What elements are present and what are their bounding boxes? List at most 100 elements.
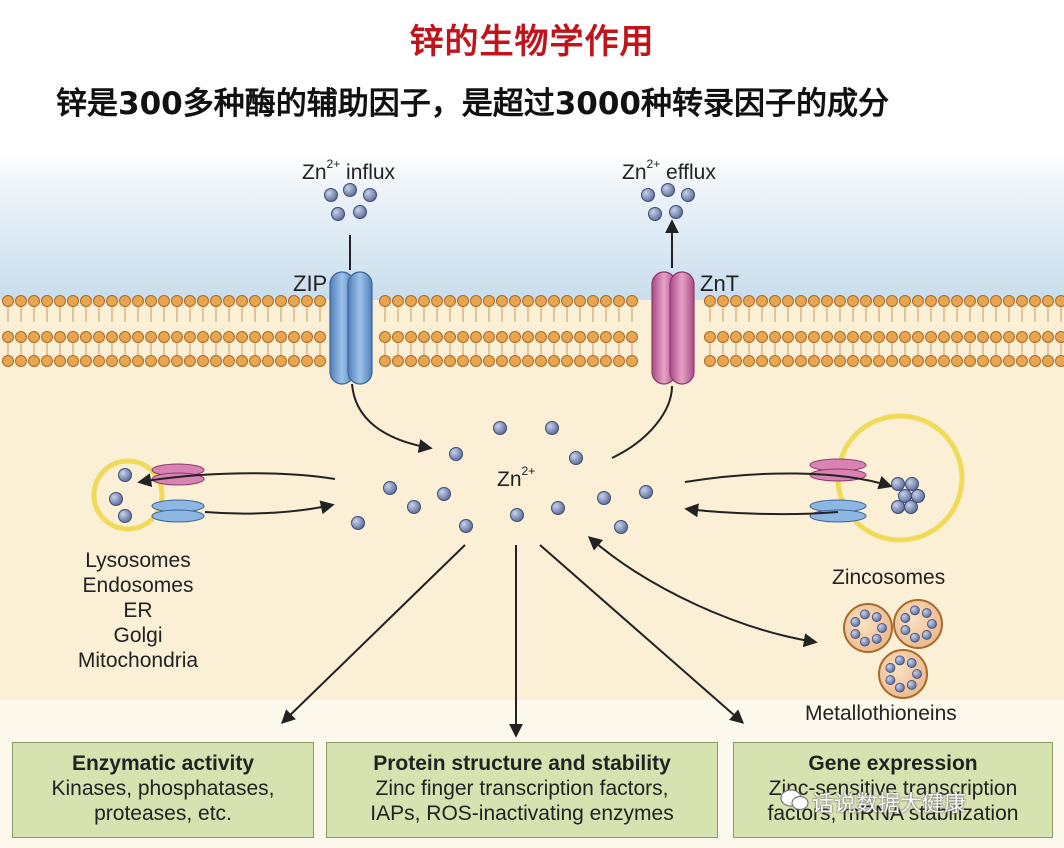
lipid-head (964, 355, 976, 367)
lipid-head (1003, 331, 1015, 343)
zincosomes-label: Zincosomes (832, 566, 946, 589)
lipid-head (756, 295, 768, 307)
lipid-head (1016, 295, 1028, 307)
zinc-ion (639, 485, 653, 499)
box-line: Zinc-sensitive transcription (768, 777, 1018, 800)
lipid-head (457, 295, 469, 307)
zinc-ion (894, 655, 905, 666)
lipid-head (899, 355, 911, 367)
lipid-head (184, 355, 196, 367)
zincosome-to-cytosol-arrow (684, 503, 839, 518)
lipid-head (262, 295, 274, 307)
zinc-ion (449, 447, 463, 461)
lipid-head (587, 355, 599, 367)
lipid-head (613, 331, 625, 343)
lipid-head (977, 295, 989, 307)
lipid-head (730, 295, 742, 307)
znt-label: ZnT (700, 271, 740, 296)
metallothionein-exchange-arrow (587, 536, 818, 648)
lipid-head (873, 355, 885, 367)
lipid-head (1029, 355, 1041, 367)
metallothioneins (843, 599, 943, 699)
lipid-head (847, 331, 859, 343)
lipid-head (509, 295, 521, 307)
lipid-head (925, 295, 937, 307)
lipid-head (2, 331, 14, 343)
zinc-ion (551, 501, 565, 515)
lipid-head (379, 295, 391, 307)
lipid-head (1003, 295, 1015, 307)
zinc-ion (669, 205, 683, 219)
zinc-ion (407, 500, 421, 514)
lipid-head (548, 295, 560, 307)
lipid-head (886, 295, 898, 307)
influx-label: Zn2+ influx (302, 157, 396, 184)
zinc-ion (383, 481, 397, 495)
gene-expression-box: Gene expression Zinc-sensitive transcrip… (733, 742, 1053, 838)
lipid-head (795, 331, 807, 343)
zinc-ion (871, 634, 882, 644)
lipid-head (1016, 331, 1028, 343)
lipid-head (483, 355, 495, 367)
zinc-ion (343, 183, 357, 197)
lipid-head (418, 355, 430, 367)
lipid-head (314, 355, 326, 367)
lipid-head (457, 331, 469, 343)
lipid-head (1016, 355, 1028, 367)
lipid-head (769, 295, 781, 307)
metallothioneins-label: Metallothioneins (805, 702, 957, 725)
lipid-head (483, 331, 495, 343)
lipid-head (470, 331, 482, 343)
lipid-head (184, 331, 196, 343)
lipid-head (158, 331, 170, 343)
lipid-head (418, 331, 430, 343)
zinc-ion (909, 605, 920, 616)
lipid-head (132, 355, 144, 367)
lipid-head (392, 331, 404, 343)
lipid-head (15, 295, 27, 307)
lipid-head (80, 355, 92, 367)
lipid-head (574, 331, 586, 343)
lipid-head (990, 295, 1002, 307)
lipid-head (912, 295, 924, 307)
lipid-head (899, 295, 911, 307)
lipid-head (67, 355, 79, 367)
lipid-head (145, 355, 157, 367)
lipid-head (704, 295, 716, 307)
zinc-ion (661, 183, 675, 197)
lipid-head (535, 295, 547, 307)
zinc-ion (909, 632, 920, 643)
lipid-head (171, 295, 183, 307)
lipid-head (730, 331, 742, 343)
box-line: factors, mRNA stabilization (767, 802, 1019, 825)
zinc-ion (894, 682, 905, 693)
lipid-head (106, 355, 118, 367)
lipid-head (28, 355, 40, 367)
lipid-head (158, 355, 170, 367)
lipid-head (613, 295, 625, 307)
lipid-head (418, 295, 430, 307)
lipid-head (1029, 331, 1041, 343)
lipid-head (782, 355, 794, 367)
zinc-ion (109, 492, 123, 506)
lipid-head (860, 331, 872, 343)
lipid-head (41, 331, 53, 343)
lipid-head (210, 331, 222, 343)
lipid-head (301, 331, 313, 343)
lipid-head (574, 295, 586, 307)
organelle-item: Endosomes (82, 574, 194, 597)
box-title: Enzymatic activity (71, 752, 255, 775)
lipid-head (301, 355, 313, 367)
lipid-head (106, 331, 118, 343)
lipid-head (1055, 331, 1064, 343)
lipid-head (782, 331, 794, 343)
lipid-head (938, 355, 950, 367)
lipid-head (951, 331, 963, 343)
lipid-head (743, 295, 755, 307)
zinc-ion (648, 207, 662, 221)
lipid-head (626, 295, 638, 307)
zip-to-cytosol-arrow (351, 383, 433, 453)
lipid-head (132, 295, 144, 307)
lipid-head (119, 355, 131, 367)
lipid-head (184, 295, 196, 307)
